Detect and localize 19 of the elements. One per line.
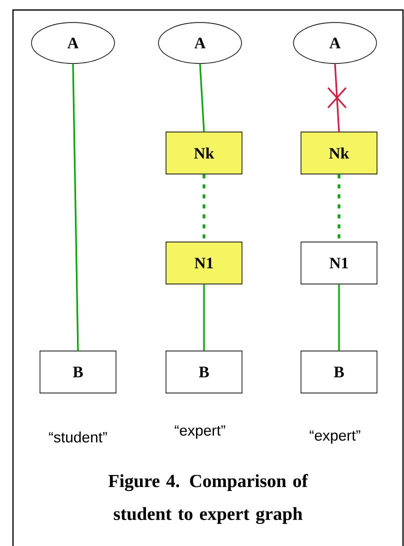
column-label: “student” — [49, 432, 107, 442]
ellipse-node: A — [158, 22, 242, 64]
ellipse-node: A — [293, 22, 377, 64]
connector-line — [72, 64, 79, 351]
connector-line — [338, 284, 340, 351]
connector-line — [334, 64, 340, 132]
connector-line — [203, 284, 205, 351]
process-box: Nk — [300, 132, 378, 174]
process-box: B — [300, 350, 378, 394]
column-label: “expert” — [174, 425, 226, 439]
ellipse-node: A — [31, 22, 115, 64]
connector-line — [199, 64, 205, 132]
process-box: B — [166, 350, 242, 394]
column-label: “expert” — [310, 430, 360, 444]
process-box: Nk — [166, 132, 242, 174]
process-box: N1 — [300, 242, 378, 284]
process-box: B — [40, 350, 116, 394]
figure-caption: Figure 4. Comparison of student to expert graph — [108, 474, 308, 524]
process-box: N1 — [166, 242, 242, 284]
